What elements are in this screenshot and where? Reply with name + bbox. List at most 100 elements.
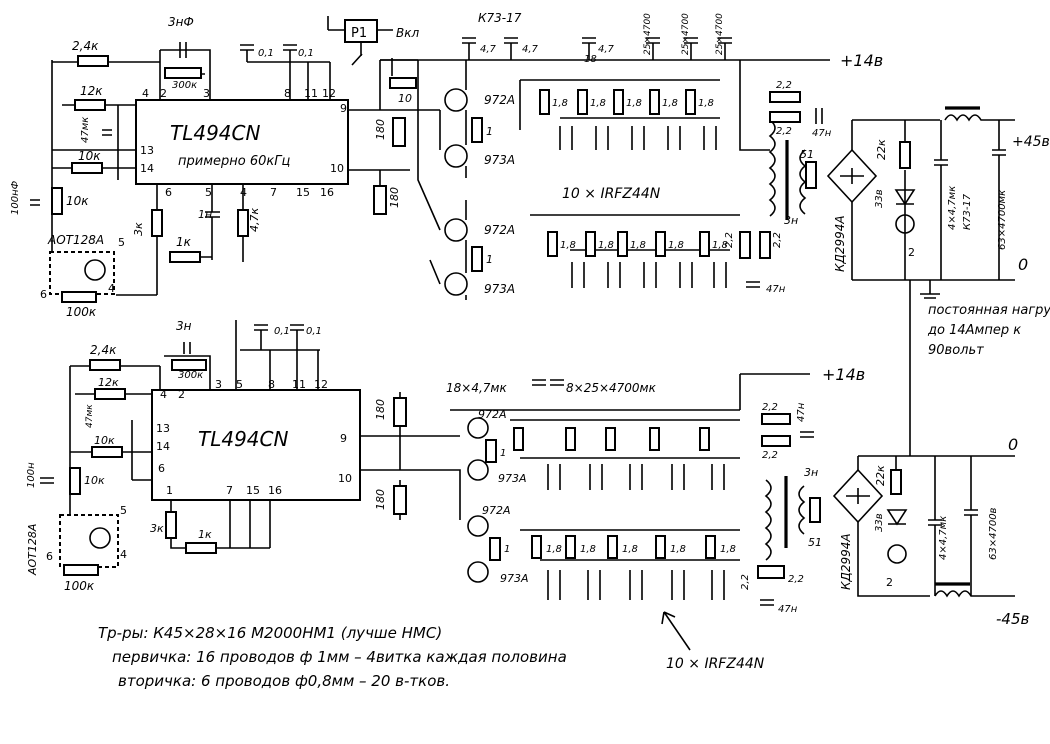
upper-tl494-chip [135, 99, 349, 185]
output-choke-upper [944, 114, 1015, 122]
transistor-972a-icon [467, 417, 489, 439]
led-opto-icon [887, 544, 907, 564]
resistor-1 [489, 537, 501, 561]
mosfet-symbols-upper-a [559, 126, 717, 150]
resistor-label: 1 [500, 448, 506, 459]
resistor-label: 100к [64, 579, 95, 593]
resistor-180-b [393, 485, 407, 515]
resistor-3k [165, 511, 177, 539]
resistor-label: 1 [504, 544, 510, 555]
resistor-180 [393, 397, 407, 427]
resistor-51 [809, 497, 821, 523]
capacitor-label: 3нФ [168, 15, 194, 29]
resistor-10k [91, 446, 123, 458]
load-note-line: 90вольт [928, 343, 984, 358]
capacitor-label: 63×4700мк [997, 190, 1008, 250]
resistor-1r8 [613, 89, 624, 115]
relay-label: P1 [351, 26, 367, 41]
capacitor-100n [40, 477, 54, 484]
resistor-label: 2,2 [788, 574, 804, 585]
pin-label: 11 [292, 378, 306, 391]
resistor-label: 1,8 [626, 98, 642, 109]
transistor-973a-icon [444, 144, 468, 168]
capacitor-label: 25×4700 [715, 13, 725, 55]
capacitor-label: 4×4,7мк [938, 516, 949, 560]
resistor-1r8 [577, 89, 588, 115]
capacitor-100nf [30, 199, 40, 206]
pin-label: 6 [165, 186, 172, 199]
resistor-label: 10 [398, 92, 412, 105]
decoupling-caps-lower [235, 320, 320, 390]
resistor-label: 180 [388, 187, 401, 208]
resistor-1 [485, 439, 497, 463]
capacitor-label: 0,1 [258, 48, 274, 59]
resistor-1r8 [649, 89, 660, 115]
capacitor-label: 47н [796, 402, 807, 422]
resistor-1k [169, 251, 201, 263]
resistor-label: 300к [178, 370, 203, 381]
pin-label: 13 [156, 422, 170, 435]
pin-label: 4 [120, 548, 127, 561]
resistor-10k-b [69, 467, 81, 495]
upper-ic-freq: примерно 60кГц [178, 154, 290, 169]
pin-label: 3 [203, 87, 210, 100]
resistor-label: 2,2 [762, 402, 778, 413]
resistor-label: 22к [874, 465, 887, 486]
resistor-2r2 [761, 435, 791, 447]
resistor-label: 1,8 [668, 240, 684, 251]
transistor-label: 972А [484, 93, 515, 107]
capacitor-label: К73-17 [962, 193, 973, 230]
resistor-label: 1 [486, 125, 493, 138]
resistor-2r2 [739, 231, 751, 259]
resistor-22k [899, 141, 911, 169]
capacitor-label: 3н [804, 466, 818, 479]
pin-label: 12 [322, 87, 336, 100]
capacitor-label: 0,1 [298, 48, 314, 59]
resistor-label: 4,7к [248, 208, 261, 232]
resistor-1r8 [565, 427, 576, 451]
timing-wiring-lower [170, 500, 271, 549]
opto-label: АОТ128А [47, 233, 104, 247]
resistor-label: 1к [176, 235, 192, 249]
capacitor-47n-b [760, 599, 774, 606]
resistor-label: 10к [78, 149, 101, 163]
bridge-label: КД2994А [839, 533, 853, 590]
resistor-label: 1,8 [630, 240, 646, 251]
resistor-12k [74, 99, 106, 111]
output-wiring-upper [851, 119, 1015, 281]
decoupling-caps [240, 44, 331, 100]
capacitor-3n [183, 342, 191, 354]
resistor-label: 2,2 [776, 126, 792, 137]
capacitor-label: 47н [766, 284, 786, 295]
optocoupler-aot128a [49, 251, 115, 295]
resistor-1r8 [705, 535, 716, 559]
pin-label: 4 [108, 282, 115, 295]
capacitor-label: 25×4700 [643, 13, 653, 55]
resistor-2r2 [761, 413, 791, 425]
resistor-10k-b [51, 187, 63, 215]
capacitor-label: 47мк [85, 404, 95, 428]
resistor-12k [94, 388, 126, 400]
pin-label: 8 [268, 378, 275, 391]
driver-wiring [348, 58, 440, 190]
capacitor-1n [205, 184, 220, 260]
resistor-1r8 [607, 535, 618, 559]
lower-tl494-chip [151, 389, 361, 501]
transistor-label: 972А [484, 223, 515, 237]
mosfet-bank-label: 10 × IRFZ44N [562, 186, 661, 202]
resistor-100k [61, 291, 97, 303]
resistor-100k [63, 564, 99, 576]
capacitor-label: К73-17 [478, 11, 522, 25]
pin-label: 14 [156, 440, 170, 453]
resistor-label: 180 [374, 399, 387, 420]
resistor-2r2 [769, 91, 801, 103]
zener-33v-icon [886, 509, 908, 526]
output-choke-lower [934, 590, 1015, 598]
resistor-label: 1,8 [546, 544, 562, 555]
resistor-1r8 [513, 427, 524, 451]
transistor-973a-icon [467, 561, 489, 583]
note-transformer: Тр-ры: К45×28×16 М2000НМ1 (лучше НМС) [98, 624, 442, 642]
pin-label: 5 [118, 236, 125, 249]
arrow-icon [661, 611, 691, 651]
plus14-rail-lower [450, 373, 810, 411]
